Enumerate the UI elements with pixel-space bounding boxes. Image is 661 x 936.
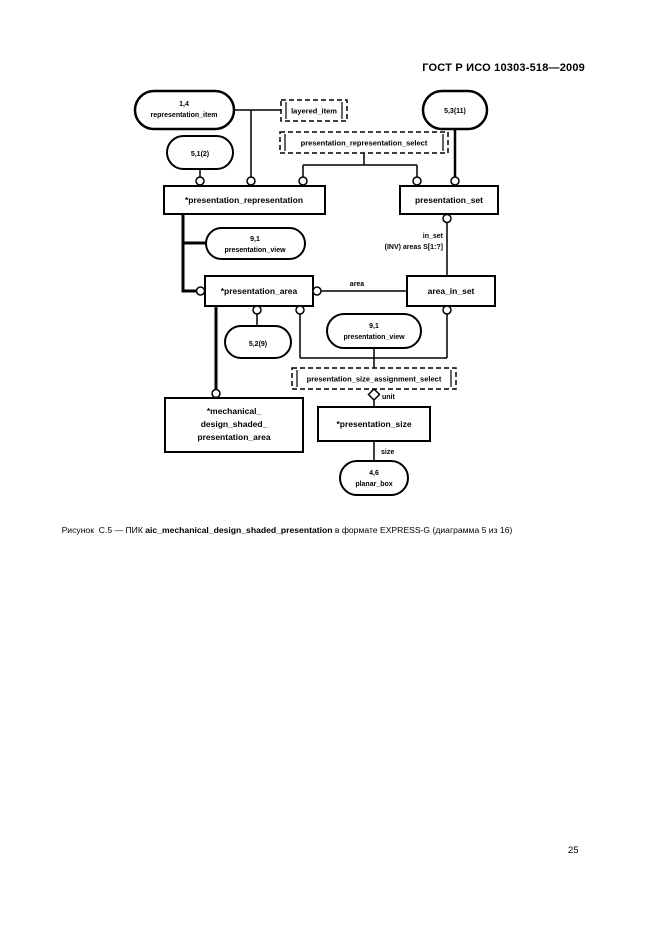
figure-caption: Рисунок С.5 — ПИК aic_mechanical_design_… bbox=[52, 515, 513, 545]
entity-presentation-size: *presentation_size bbox=[317, 406, 431, 442]
circle-end bbox=[252, 305, 262, 315]
edge-subtype-presentation-representation bbox=[181, 214, 206, 293]
oval-shape bbox=[339, 460, 409, 496]
entity-label: *presentation_representation bbox=[185, 195, 303, 205]
oval-ref-5-2-9: 5,2(9) bbox=[224, 325, 292, 359]
oval-representation-item: 1,4 representation_item bbox=[133, 89, 236, 131]
entity-label-line2: design_shaded_ bbox=[201, 419, 268, 429]
circle-end bbox=[211, 388, 221, 399]
ref-number: 4,6 bbox=[369, 470, 379, 477]
edge-representation-select-branches bbox=[302, 153, 418, 186]
oval-shape bbox=[224, 325, 292, 359]
oval-presentation-view-top: 9,1 presentation_view bbox=[205, 227, 306, 260]
oval-ref-5-1-2: 5,1(2) bbox=[166, 135, 234, 170]
select-box-shape bbox=[280, 99, 348, 122]
ref-number: 9,1 bbox=[250, 236, 260, 243]
ref-number: 9,1 bbox=[369, 323, 379, 330]
edge-labels: in_set (INV) areas S[1:?] area unit size bbox=[350, 233, 444, 456]
ref-number: 5,2(9) bbox=[249, 341, 267, 348]
ref-number: 5,3(11) bbox=[444, 108, 466, 115]
circle-end bbox=[450, 176, 460, 186]
entity-label: area_in_set bbox=[428, 286, 475, 296]
entity-box-shape bbox=[406, 275, 496, 307]
select-box-presentation-size-assignment-select: presentation_size_assignment_select bbox=[291, 367, 457, 390]
entity-mechanical-design-shaded-presentation-area: *mechanical_ design_shaded_ presentation… bbox=[164, 397, 304, 453]
circle-end bbox=[312, 286, 322, 296]
ref-name: planar_box bbox=[355, 481, 392, 488]
circle-end bbox=[195, 176, 205, 186]
circle-end bbox=[195, 286, 206, 296]
caption-prefix: Рисунок С.5 — ПИК bbox=[61, 525, 146, 535]
circle-end bbox=[442, 305, 452, 315]
select-box-label: layered_item bbox=[291, 107, 337, 116]
entity-presentation-area: *presentation_area bbox=[204, 275, 314, 307]
circle-end bbox=[442, 213, 452, 224]
select-box-shape bbox=[279, 131, 449, 154]
edge-label-area: area bbox=[350, 281, 365, 288]
relationship-end-circles bbox=[195, 176, 460, 399]
oval-shape bbox=[421, 89, 489, 131]
ref-name: representation_item bbox=[151, 112, 218, 119]
circle-end bbox=[412, 176, 422, 186]
entity-label-line3: presentation_area bbox=[197, 432, 270, 442]
ref-name: presentation_view bbox=[343, 334, 405, 341]
ref-name: presentation_view bbox=[224, 247, 286, 254]
caption-suffix: в формате EXPRESS-G (диаграмма 5 из 16) bbox=[332, 525, 513, 535]
entity-box-shape bbox=[399, 185, 499, 215]
entity-box-shape bbox=[164, 397, 304, 453]
circle-end bbox=[298, 176, 308, 186]
entity-label-line1: *mechanical_ bbox=[207, 406, 262, 416]
oval-shape bbox=[326, 313, 422, 349]
oval-planar-box: 4,6 planar_box bbox=[339, 460, 409, 496]
edge-label-unit: unit bbox=[382, 394, 395, 401]
ref-number: 1,4 bbox=[179, 101, 189, 108]
entity-label: *presentation_area bbox=[221, 286, 298, 296]
express-g-diagram: 1,4 representation_item 5,1(2) 5,3(11) 9… bbox=[133, 89, 499, 496]
ref-number: 5,1(2) bbox=[191, 151, 209, 158]
circle-end bbox=[246, 176, 256, 186]
oval-ref-5-3-11: 5,3(11) bbox=[421, 89, 489, 131]
connector-lines bbox=[181, 109, 457, 461]
entity-presentation-set: presentation_set bbox=[399, 185, 499, 215]
edge-label-size: size bbox=[381, 449, 394, 456]
page-number: 25 bbox=[568, 845, 579, 856]
edge-label-in-set: in_set bbox=[423, 233, 444, 240]
caption-schema-name: aic_mechanical_design_shaded_presentatio… bbox=[145, 525, 333, 535]
entity-area-in-set: area_in_set bbox=[406, 275, 496, 307]
entity-presentation-representation: *presentation_representation bbox=[163, 185, 326, 215]
select-box-layered-item: layered_item bbox=[280, 99, 348, 122]
select-box-label: presentation_size_assignment_select bbox=[307, 375, 442, 384]
select-box-presentation-representation-select: presentation_representation_select bbox=[279, 131, 449, 154]
entity-label: presentation_set bbox=[415, 195, 483, 205]
oval-shape bbox=[166, 135, 234, 170]
select-box-label: presentation_representation_select bbox=[301, 139, 428, 148]
diamond-end bbox=[367, 387, 381, 402]
document-header-title: ГОСТ Р ИСО 10303-518—2009 bbox=[422, 62, 585, 74]
oval-shape bbox=[205, 227, 306, 260]
entity-label: *presentation_size bbox=[336, 419, 411, 429]
circle-end bbox=[295, 305, 305, 315]
entity-box-shape bbox=[317, 406, 431, 442]
oval-shape bbox=[133, 89, 236, 131]
edge-label-inv-areas: (INV) areas S[1:?] bbox=[385, 244, 443, 251]
oval-presentation-view-mid: 9,1 presentation_view bbox=[326, 313, 422, 349]
entity-box-shape bbox=[163, 185, 326, 215]
